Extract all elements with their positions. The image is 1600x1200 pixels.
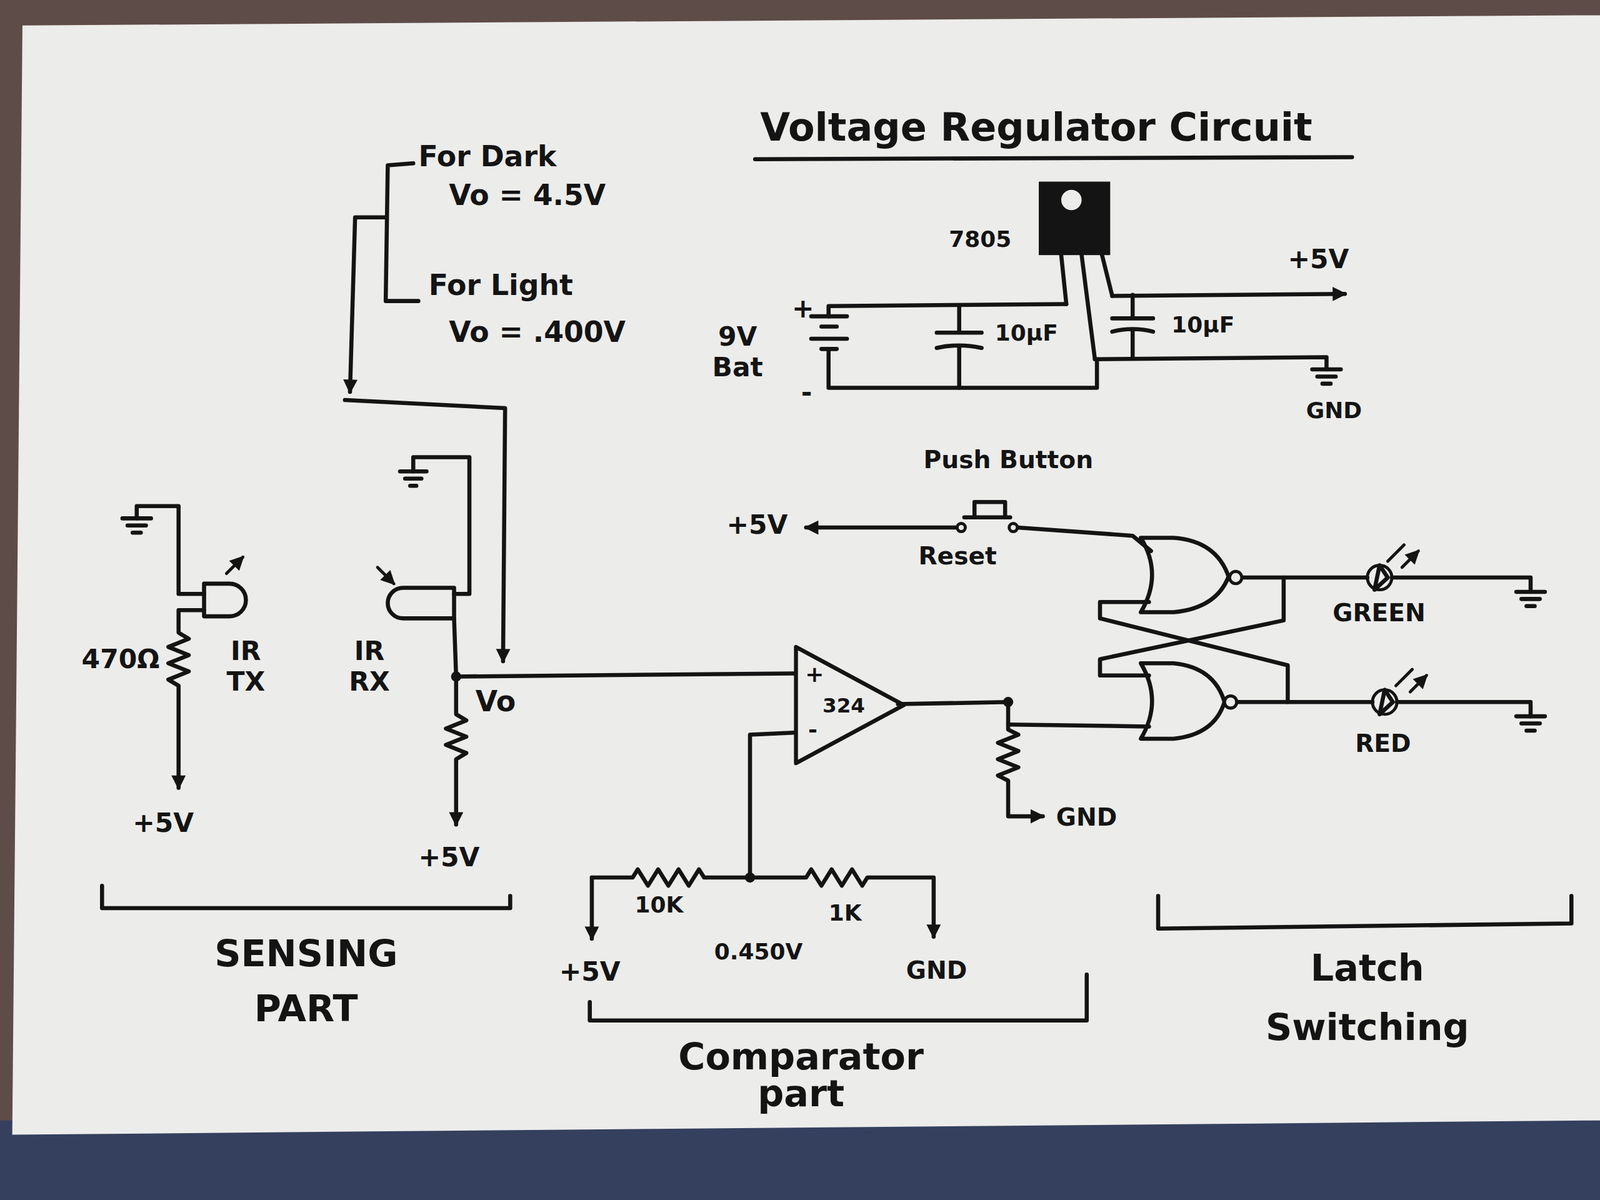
circuit-label: 7805 <box>948 226 1012 252</box>
circuit-label: 1K <box>828 900 862 926</box>
cross-coupling-wire <box>1100 577 1284 676</box>
nor-gate-symbol <box>1140 537 1229 612</box>
led-circle <box>1372 690 1397 715</box>
junction-dot <box>451 671 462 682</box>
opamp-triangle: 324 <box>793 645 906 766</box>
inverter-bubble <box>1224 695 1237 709</box>
circuit-label: GND <box>906 956 968 985</box>
light-arrow <box>377 567 394 584</box>
regulator-body <box>1038 181 1110 256</box>
wire <box>750 732 794 878</box>
circuit-label: + <box>805 661 824 687</box>
callout-leader <box>345 400 505 662</box>
regulator-pins <box>1061 255 1113 360</box>
inverter-bubble <box>1229 571 1242 584</box>
circuit-label: IR TX <box>226 636 265 699</box>
voltage-divider <box>591 869 934 937</box>
led-circle <box>1367 565 1392 590</box>
ir-receiver-symbol <box>387 587 454 619</box>
opamp-outline <box>795 646 904 764</box>
battery-symbol <box>811 316 847 349</box>
circuit-label: +5V <box>132 808 194 839</box>
part-number: 324 <box>822 693 865 718</box>
circuit-label: +5V <box>418 843 480 874</box>
wire <box>828 304 1067 317</box>
circuit-label: - <box>801 377 813 409</box>
circuit-label: Push Button <box>923 446 1094 475</box>
circuit-label: Vo <box>475 685 516 719</box>
light-arrow <box>1387 545 1419 568</box>
open-circles <box>956 523 1397 715</box>
button-contact <box>1009 523 1018 532</box>
resistor-symbol <box>445 618 467 825</box>
wire-arrow <box>1112 293 1345 296</box>
diagram-title: Voltage Regulator Circuit <box>760 106 1312 151</box>
circuit-label: +5V <box>726 510 788 541</box>
wire <box>456 673 794 677</box>
wire-arrow <box>806 525 958 530</box>
paper-sheet <box>12 15 1600 1135</box>
wiring <box>101 156 1572 1020</box>
led-symbol <box>1379 690 1393 715</box>
circuit-label: Latch Switching <box>1265 938 1470 1057</box>
circuit-label: SENSING PART <box>214 926 398 1037</box>
wire <box>828 348 1327 388</box>
ir-led-symbol <box>204 583 247 617</box>
capacitor-symbol <box>1112 295 1154 359</box>
section-bracket <box>1158 895 1572 929</box>
circuit-label: Reset <box>918 543 997 572</box>
circuit-label: Vo = .400V <box>448 316 626 350</box>
ground-symbol <box>1516 591 1545 607</box>
push-button-symbol <box>964 501 1010 517</box>
button-contact <box>956 523 965 532</box>
section-bracket <box>101 885 510 909</box>
circuit-label: IR RX <box>348 636 390 699</box>
circuit-label: GREEN <box>1332 600 1426 629</box>
circuit-label: +5V <box>559 956 621 988</box>
section-bracket <box>590 974 1087 1020</box>
light-arrow <box>226 556 243 574</box>
circuit-label: 10μF <box>995 320 1059 347</box>
circuit-label: 470Ω <box>81 645 160 676</box>
wire-arrow <box>590 877 595 939</box>
circuit-label: RED <box>1355 730 1411 759</box>
circuit-label: For Dark <box>418 140 557 174</box>
capacitor-symbol <box>936 306 982 389</box>
circuit-label: + <box>791 293 815 325</box>
wire <box>1017 527 1152 552</box>
ground-symbol <box>122 518 152 533</box>
circuit-label: GND <box>1056 804 1118 833</box>
circuit-label: GND <box>1306 398 1362 424</box>
title-underline <box>755 156 1352 159</box>
circuit-label: 10K <box>635 891 684 918</box>
light-arrow <box>1395 669 1427 692</box>
junction-dot <box>1003 696 1014 707</box>
ground-symbol <box>1312 369 1342 384</box>
circuit-label: - <box>808 717 818 744</box>
junction-dot <box>745 872 755 883</box>
circuit-label: Comparator part <box>678 1038 924 1113</box>
led-symbol <box>1374 565 1388 590</box>
circuit-label: 10μF <box>1171 312 1235 339</box>
resistor-symbol <box>168 610 204 788</box>
ground-symbol <box>400 471 427 486</box>
regulator-hole <box>1061 190 1082 211</box>
wire <box>1008 724 1149 727</box>
nor-gate-symbol <box>1140 663 1225 739</box>
ground-symbol <box>1516 716 1545 731</box>
circuit-label: +5V <box>1287 245 1349 276</box>
wire <box>136 506 205 594</box>
circuit-label: Vo = 4.5V <box>448 179 606 213</box>
callout-brace <box>350 163 419 392</box>
circuit-label: For Light <box>428 269 574 303</box>
circuit-label: 0.450V <box>714 938 803 965</box>
circuit-label: 9V Bat <box>712 322 764 384</box>
pulldown-resistor <box>898 701 1044 817</box>
wire <box>413 456 470 594</box>
